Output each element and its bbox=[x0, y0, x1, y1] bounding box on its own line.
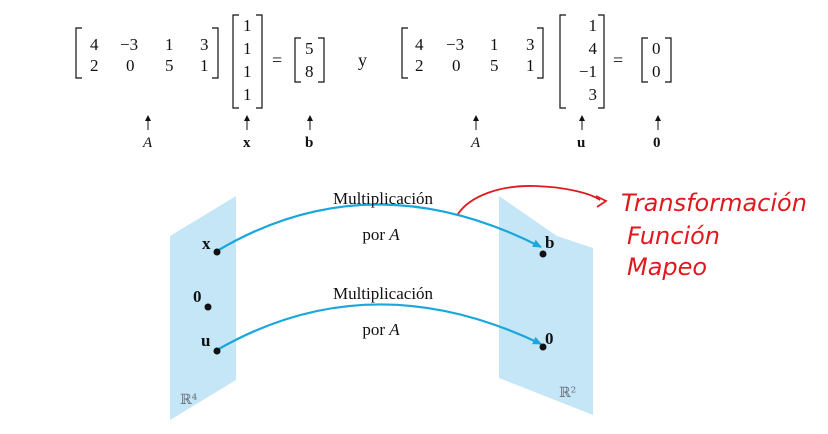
vector-b-cell: 5 bbox=[305, 39, 314, 58]
equation-2: 4 −3 1 3 2 0 5 1 1 4 −1 3 = 0 0 A u 0 bbox=[401, 14, 672, 151]
matrix-a2-cell: 0 bbox=[452, 56, 461, 75]
equation-1: 4 −3 1 3 2 0 5 1 1 1 1 1 = 5 8 A x b bbox=[75, 14, 325, 151]
arrow-bottom-line2: por A bbox=[362, 320, 400, 339]
matrix-a-cell: 5 bbox=[165, 56, 174, 75]
vector-zero-cell: 0 bbox=[652, 62, 661, 81]
point-u-dot bbox=[213, 347, 221, 355]
vector-b-left-bracket bbox=[294, 37, 301, 83]
label-b: b bbox=[305, 135, 313, 151]
annotation-line-1: Transformación bbox=[621, 189, 807, 217]
domain-plane bbox=[170, 196, 236, 420]
vector-zero-cell: 0 bbox=[652, 39, 661, 58]
vector-x-cell: 1 bbox=[243, 39, 252, 58]
matrix-a-cell: 1 bbox=[165, 35, 174, 54]
annotation-arrow bbox=[457, 185, 601, 215]
codomain-plane bbox=[499, 196, 593, 415]
vector-u-cell: 3 bbox=[589, 85, 598, 104]
vector-x-cell: 1 bbox=[243, 62, 252, 81]
arrow-bottom-line1: Multiplicación bbox=[333, 284, 434, 303]
codomain-space-label: ℝ² bbox=[559, 385, 576, 401]
vector-x-cell: 1 bbox=[243, 16, 252, 35]
annotation-arrowhead bbox=[595, 195, 608, 208]
matrix-a-cell: 3 bbox=[200, 35, 209, 54]
label-zero: 0 bbox=[653, 135, 661, 151]
mapping-arrow-bottom bbox=[216, 303, 542, 351]
vector-u-cell: 4 bbox=[589, 39, 598, 58]
matrix-a-cell: −3 bbox=[120, 35, 138, 54]
vector-b-cell: 8 bbox=[305, 62, 314, 81]
point-b-dot bbox=[539, 250, 547, 258]
vector-x-left-bracket bbox=[232, 14, 239, 109]
point-zero-label: 0 bbox=[193, 287, 202, 306]
matrix-a2-left-bracket bbox=[401, 27, 408, 79]
point-u-label: u bbox=[201, 331, 210, 350]
annotation-line-2: Función bbox=[627, 222, 720, 250]
matrix-a2-cell: 3 bbox=[526, 35, 535, 54]
arrow-top-line2: por A bbox=[362, 225, 400, 244]
vector-u-cell: 1 bbox=[589, 16, 598, 35]
vector-b-right-bracket bbox=[318, 37, 325, 83]
vector-x-cell: 1 bbox=[243, 85, 252, 104]
point-zero-image-dot bbox=[539, 343, 547, 351]
matrix-a-right-bracket bbox=[212, 27, 219, 79]
matrix-a2-cell: 5 bbox=[490, 56, 499, 75]
mapping-arrow-top bbox=[216, 203, 542, 252]
mapping-diagram: Multiplicación por A Multiplicación por … bbox=[170, 189, 593, 420]
vector-u-left-bracket bbox=[559, 14, 566, 109]
matrix-a-cell: 0 bbox=[126, 56, 135, 75]
label-u: u bbox=[577, 135, 585, 151]
annotation-line-3: Mapeo bbox=[627, 253, 707, 281]
arrow-top-line1: Multiplicación bbox=[333, 189, 434, 208]
matrix-a2-cell: 4 bbox=[415, 35, 424, 54]
vector-x-right-bracket bbox=[256, 14, 263, 109]
matrix-a-left-bracket bbox=[75, 27, 82, 79]
label-x: x bbox=[243, 135, 251, 151]
domain-space-label: ℝ⁴ bbox=[180, 392, 198, 408]
vector-zero-left-bracket bbox=[641, 37, 648, 83]
matrix-a2-cell: 2 bbox=[415, 56, 424, 75]
equals-sign: = bbox=[613, 50, 623, 70]
vector-u-right-bracket bbox=[598, 14, 605, 109]
matrix-a2-cell: −3 bbox=[446, 35, 464, 54]
label-a2: A bbox=[470, 135, 481, 151]
vector-zero-right-bracket bbox=[665, 37, 672, 83]
point-x-dot bbox=[213, 248, 221, 256]
matrix-a2-right-bracket bbox=[537, 27, 544, 79]
point-x-label: x bbox=[202, 234, 211, 253]
point-zero-dot bbox=[204, 303, 212, 311]
vector-u-cell: −1 bbox=[579, 62, 597, 81]
label-a: A bbox=[142, 135, 153, 151]
matrix-a2-cell: 1 bbox=[526, 56, 535, 75]
matrix-a-cell: 4 bbox=[90, 35, 99, 54]
handwritten-annotation: Transformación Función Mapeo bbox=[457, 185, 807, 281]
point-b-label: b bbox=[545, 233, 554, 252]
equals-sign: = bbox=[272, 50, 282, 70]
matrix-a-cell: 1 bbox=[200, 56, 209, 75]
point-zero-image-label: 0 bbox=[545, 329, 554, 348]
matrix-a-cell: 2 bbox=[90, 56, 99, 75]
matrix-a2-cell: 1 bbox=[490, 35, 499, 54]
conjunction-y: y bbox=[358, 50, 367, 70]
